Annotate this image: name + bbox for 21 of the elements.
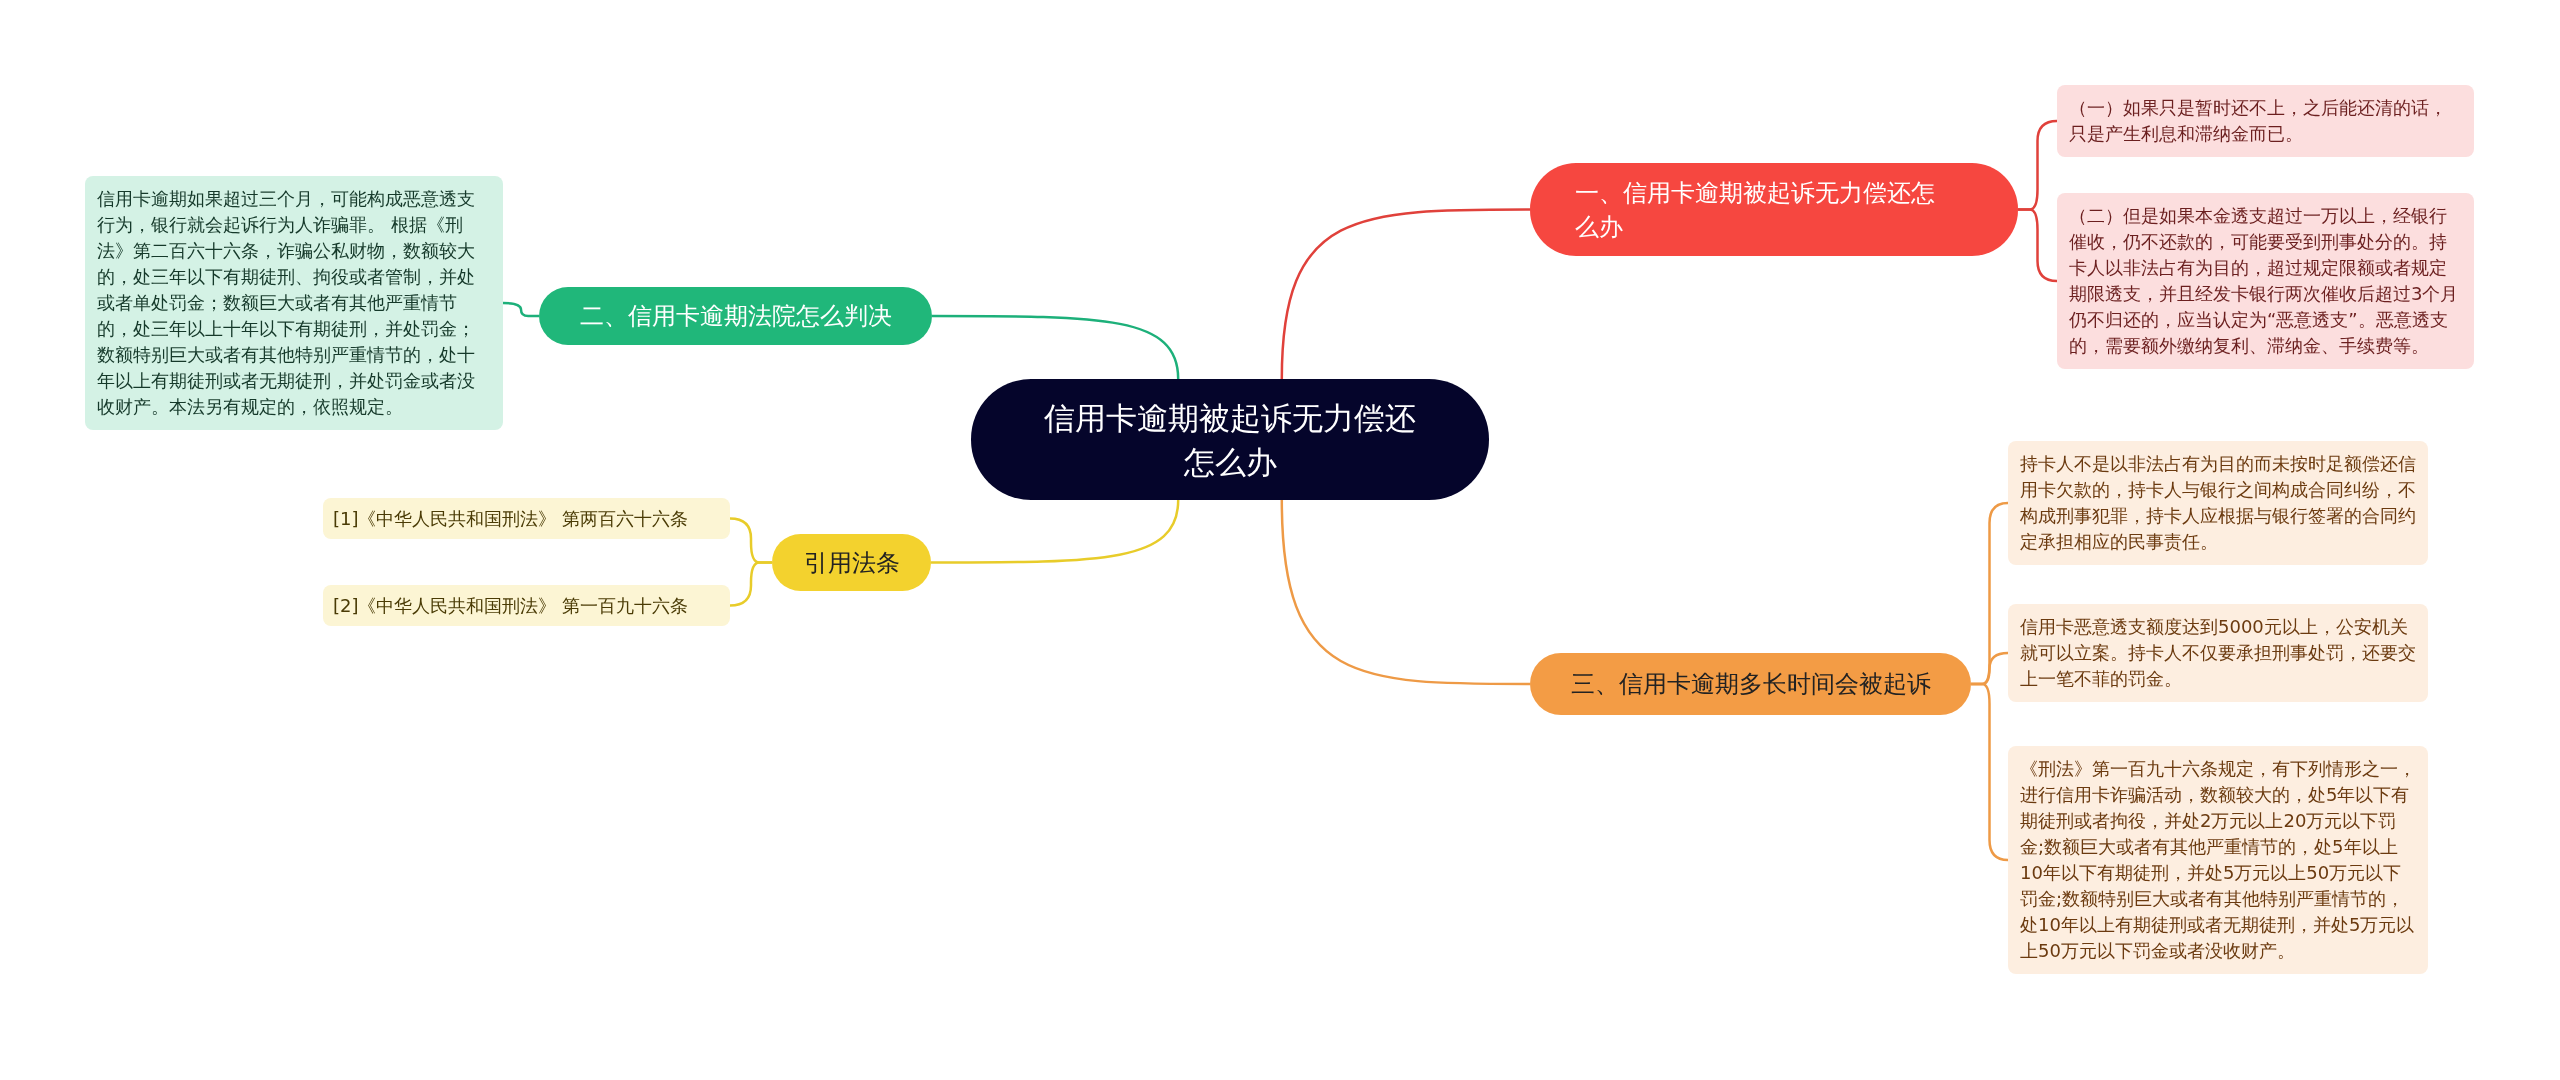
central-topic: 信用卡逾期被起诉无力偿还怎么办 [971,379,1489,500]
branch-topic: 引用法条 [772,534,931,591]
branch-topic: 一、信用卡逾期被起诉无力偿还怎么办 [1530,163,2018,256]
connector-line [503,301,539,318]
branch-topic: 三、信用卡逾期多长时间会被起诉 [1530,653,1971,715]
connector-line [1280,499,1530,686]
subtopic-box: （二）但是如果本金透支超过一万以上，经银行催收，仍不还款的，可能要受到刑事处分的。持卡人以非法占有为目的，超过规定限额或者规定期限透支，并且经发卡银行两次催收后超过3个月仍不归还的，应当认定为“恶意透支”。恶意透支的，需要额外缴纳复利、滞纳金、手续费等。 [2057,193,2474,369]
connector-line [932,314,1180,380]
subtopic-box: 《刑法》第一百九十六条规定，有下列情形之一，进行信用卡诈骗活动，数额较大的，处5年以下有期徒刑或者拘役，并处2万元以上20万元以下罚金;数额巨大或者有其他严重情节的，处5年以上10年以下有期徒刑，并处5万元以上50万元以下罚金;数额特别巨大或者有其他特别严重情节的，处10年以上有期徒刑或者无期徒刑，并处5万元以上50万元以下罚金或者没收财产。 [2008,746,2428,974]
connector-line [2018,208,2058,283]
subtopic-box: [1]《中华人民共和国刑法》 第两百六十六条 [323,498,730,539]
connector-line [1280,208,1530,380]
subtopic-box: （一）如果只是暂时还不上，之后能还清的话，只是产生利息和滞纳金而已。 [2057,85,2474,157]
branch-topic: 二、信用卡逾期法院怎么判决 [539,287,932,345]
connector-line [931,499,1180,564]
subtopic-box: 信用卡逾期如果超过三个月，可能构成恶意透支行为，银行就会起诉行为人诈骗罪。 根据《刑法》第二百六十六条，诈骗公私财物，数额较大的，处三年以下有期徒刑、拘役或者管制，并处或者单处罚金；数额巨大或者有其他严重情节的，处三年以上十年以下有期徒刑，并处罚金；数额特别巨大或者有其他特别严重情节的，处十年以上有期徒刑或者无期徒刑，并处罚金或者没收财产。本法另有规定的，依照规定。 [85,176,503,430]
subtopic-box: [2]《中华人民共和国刑法》 第一百九十六条 [323,585,730,626]
connector-line [729,561,772,607]
connector-line [1971,682,2009,862]
subtopic-box: 持卡人不是以非法占有为目的而未按时足额偿还信用卡欠款的，持卡人与银行之间构成合同纠纷，不构成刑事犯罪，持卡人应根据与银行签署的合同约定承担相应的民事责任。 [2008,441,2428,565]
subtopic-box: 信用卡恶意透支额度达到5000元以上，公安机关就可以立案。持卡人不仅要承担刑事处罚，还要交上一笔不菲的罚金。 [2008,604,2428,702]
